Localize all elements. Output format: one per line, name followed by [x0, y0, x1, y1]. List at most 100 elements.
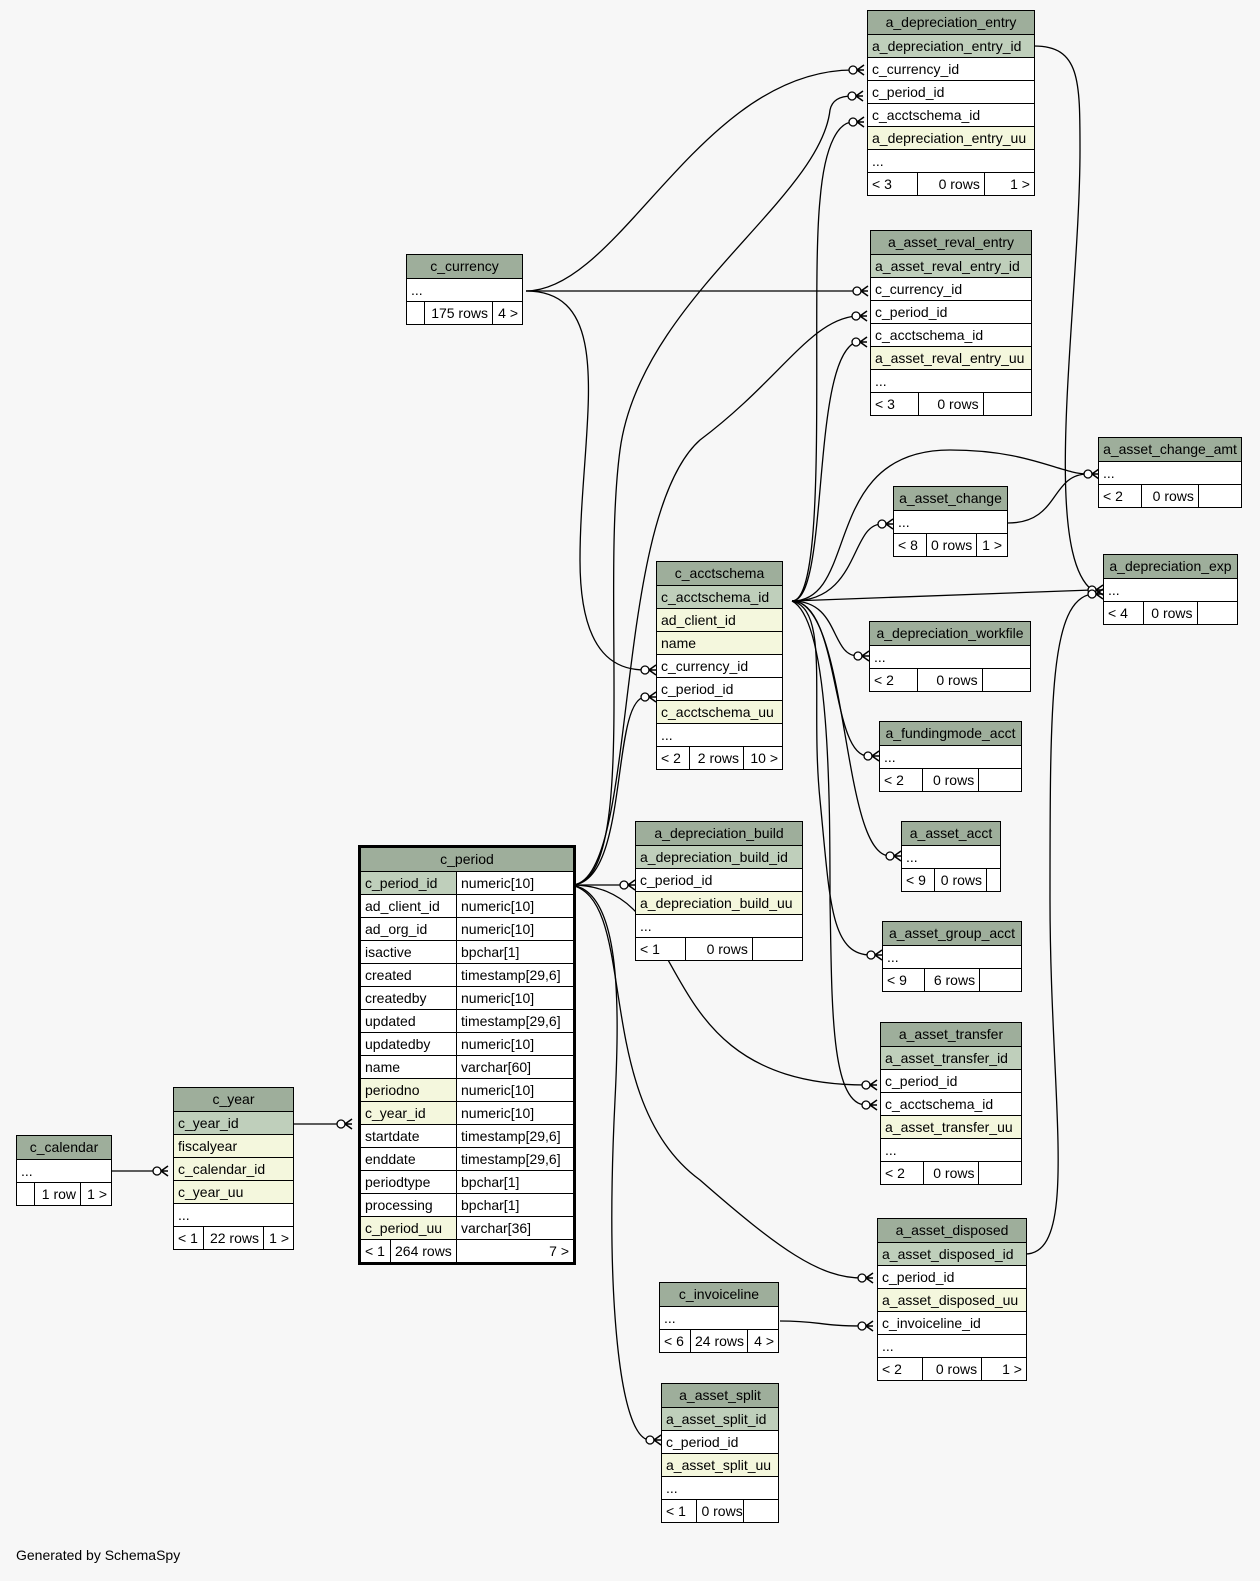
table-title[interactable]: a_asset_group_acct [883, 922, 1021, 945]
children-count[interactable]: 1 > [981, 1358, 1026, 1380]
column-row[interactable]: ... [636, 914, 802, 937]
column-row[interactable]: c_period_id [878, 1265, 1026, 1288]
column-row[interactable]: c_period_id [657, 677, 782, 700]
table-title[interactable]: a_fundingmode_acct [880, 722, 1021, 745]
children-count[interactable] [979, 969, 1021, 991]
parents-count[interactable]: < 9 [906, 872, 926, 888]
table-title[interactable]: c_currency [407, 255, 522, 278]
column-row[interactable]: a_asset_disposed_uu [878, 1288, 1026, 1311]
column-row[interactable]: c_currency_id [871, 277, 1031, 300]
column-row[interactable]: c_year_uu [174, 1180, 293, 1203]
column-row[interactable]: ... [902, 845, 1000, 868]
parents-count[interactable]: < 1 [640, 941, 660, 957]
children-count[interactable] [978, 769, 1021, 791]
column-row[interactable]: c_acctschema_uu [657, 700, 782, 723]
table-title[interactable]: a_asset_change [894, 487, 1007, 510]
column-row[interactable]: a_asset_transfer_uu [881, 1115, 1021, 1138]
column-row[interactable]: a_asset_split_uu [662, 1453, 778, 1476]
table-title[interactable]: a_asset_disposed [878, 1219, 1026, 1242]
parents-count[interactable] [407, 302, 424, 324]
children-count[interactable]: 1 > [263, 1227, 293, 1249]
table-title[interactable]: c_calendar [17, 1136, 111, 1159]
children-count[interactable] [1196, 602, 1237, 624]
children-count[interactable] [986, 869, 1000, 891]
table-title[interactable]: a_asset_transfer [881, 1023, 1021, 1046]
column-row[interactable]: c_period_id [636, 868, 802, 891]
parents-count[interactable]: < 2 [882, 1361, 902, 1377]
column-row[interactable]: ... [1099, 461, 1241, 484]
children-count[interactable]: 1 > [983, 173, 1034, 195]
column-row[interactable]: ... [17, 1159, 111, 1182]
column-row[interactable]: a_asset_disposed_id [878, 1242, 1026, 1265]
parents-count[interactable]: < 2 [1103, 488, 1123, 504]
parents-count[interactable]: < 9 [887, 972, 907, 988]
table-title[interactable]: a_asset_split [662, 1384, 778, 1407]
column-row[interactable]: c_year_id [174, 1111, 293, 1134]
parents-count[interactable]: < 3 [875, 396, 895, 412]
table-title[interactable]: a_depreciation_build [636, 822, 802, 845]
column-row[interactable]: a_depreciation_entry_id [868, 34, 1034, 57]
column-row[interactable]: ... [878, 1334, 1026, 1357]
column-row[interactable]: c_currency_id [657, 654, 782, 677]
parents-count[interactable]: < 1 [178, 1230, 198, 1246]
column-row[interactable]: a_asset_split_id [662, 1407, 778, 1430]
children-count[interactable]: 7 > [456, 1240, 573, 1262]
column-row[interactable]: ... [883, 945, 1021, 968]
children-count[interactable]: 10 > [743, 747, 782, 769]
column-row[interactable]: ... [868, 149, 1034, 172]
column-row[interactable]: ... [894, 510, 1007, 533]
column-row[interactable]: a_depreciation_entry_uu [868, 126, 1034, 149]
column-row[interactable]: ... [881, 1138, 1021, 1161]
children-count[interactable] [978, 1162, 1021, 1184]
column-row[interactable]: c_acctschema_id [881, 1092, 1021, 1115]
parents-count[interactable]: < 1 [666, 1503, 686, 1519]
column-row[interactable]: c_currency_id [868, 57, 1034, 80]
column-row[interactable]: c_invoiceline_id [878, 1311, 1026, 1334]
children-count[interactable]: 4 > [747, 1330, 778, 1352]
column-row[interactable]: name [657, 631, 782, 654]
table-title[interactable]: a_depreciation_workfile [870, 622, 1030, 645]
table-title[interactable]: a_asset_reval_entry [871, 231, 1031, 254]
table-title[interactable]: a_depreciation_exp [1104, 555, 1237, 578]
column-row[interactable]: a_asset_transfer_id [881, 1046, 1021, 1069]
children-count[interactable]: 4 > [492, 302, 522, 324]
parents-count[interactable]: < 2 [874, 672, 894, 688]
column-row[interactable]: ... [1104, 578, 1237, 601]
table-title[interactable]: c_year [174, 1088, 293, 1111]
column-row[interactable]: c_calendar_id [174, 1157, 293, 1180]
children-count[interactable] [1197, 485, 1241, 507]
column-row[interactable]: c_period_id [871, 300, 1031, 323]
column-row[interactable]: ad_client_id [657, 608, 782, 631]
column-row[interactable]: ... [174, 1203, 293, 1226]
column-row[interactable]: ... [662, 1476, 778, 1499]
column-row[interactable]: ... [407, 278, 522, 301]
